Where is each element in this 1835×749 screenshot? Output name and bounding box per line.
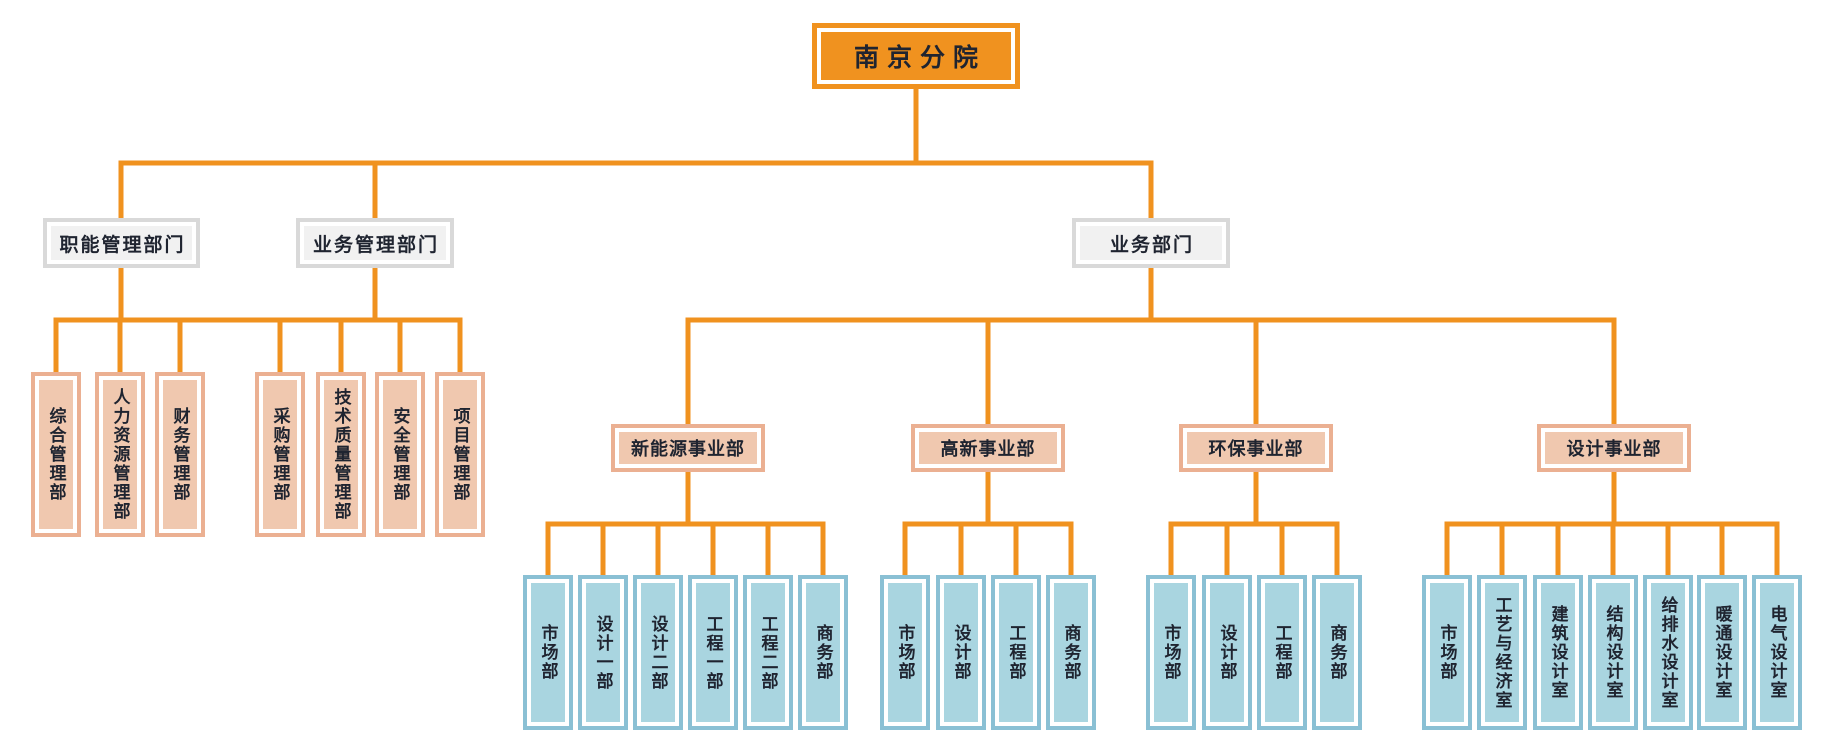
dept-label: 工程一部: [703, 614, 723, 691]
business-unit-box-gaoxin: 高新事业部: [911, 424, 1065, 472]
dept-label: 市场部: [1437, 624, 1457, 681]
sub-dept-box: 市场部: [1422, 575, 1472, 730]
sub-dept-box: 设计一部: [578, 575, 628, 730]
dept-label: 设计部: [951, 624, 971, 681]
business-unit-box-sheji: 设计事业部: [1537, 424, 1691, 472]
business-unit-box-newenergy: 新能源事业部: [611, 424, 765, 472]
category-box-business-departments: 业务部门: [1072, 218, 1230, 268]
dept-label: 结构设计室: [1603, 605, 1623, 700]
connector-gaoxin-bus: [902, 467, 1074, 580]
sub-dept-box: 设计部: [936, 575, 986, 730]
sub-dept-box: 暖通设计室: [1697, 575, 1747, 730]
connector-root-to-categories: [118, 83, 1154, 221]
connector-sheji-bus: [1444, 467, 1780, 580]
sub-dept-box: 市场部: [523, 575, 573, 730]
dept-label: 给排水设计室: [1658, 595, 1678, 710]
sub-dept-box: 建筑设计室: [1533, 575, 1583, 730]
dept-label: 商务部: [1061, 624, 1081, 681]
category-box-business-management: 业务管理部门: [296, 218, 454, 268]
sub-dept-box: 给排水设计室: [1643, 575, 1693, 730]
sub-dept-box: 工程二部: [743, 575, 793, 730]
dept-label: 设计部: [1217, 624, 1237, 681]
sub-dept-box: 市场部: [1146, 575, 1196, 730]
sub-dept-box: 市场部: [880, 575, 930, 730]
dept-label: 工艺与经济室: [1492, 595, 1512, 710]
management-dept-box: 安全管理部: [375, 372, 425, 537]
sub-dept-box: 设计二部: [633, 575, 683, 730]
sub-dept-box: 商务部: [1312, 575, 1362, 730]
dept-label: 工程部: [1006, 624, 1026, 681]
business-unit-box-huanbao: 环保事业部: [1179, 424, 1333, 472]
dept-label: 电气设计室: [1767, 605, 1787, 700]
dept-label: 暖通设计室: [1712, 605, 1732, 700]
dept-label: 市场部: [538, 624, 558, 681]
dept-label: 商务部: [813, 624, 833, 681]
management-dept-box: 财务管理部: [155, 372, 205, 537]
dept-label: 人力资源管理部: [110, 388, 130, 521]
management-dept-box: 项目管理部: [435, 372, 485, 537]
dept-label: 市场部: [895, 624, 915, 681]
dept-label: 项目管理部: [450, 407, 470, 502]
sub-dept-box: 商务部: [1046, 575, 1096, 730]
sub-dept-box: 工程一部: [688, 575, 738, 730]
category-box-functional-management: 职能管理部门: [43, 218, 200, 268]
management-dept-box: 人力资源管理部: [95, 372, 145, 537]
connector-business-units-bus: [685, 265, 1617, 429]
sub-dept-box: 电气设计室: [1752, 575, 1802, 730]
dept-label: 工程二部: [758, 614, 778, 691]
connector-newenergy-bus: [545, 467, 826, 580]
management-dept-box: 综合管理部: [31, 372, 81, 537]
dept-label: 建筑设计室: [1548, 605, 1568, 700]
connector-management-bus: [53, 265, 463, 377]
dept-label: 安全管理部: [390, 407, 410, 502]
sub-dept-box: 工程部: [1257, 575, 1307, 730]
dept-label: 财务管理部: [170, 407, 190, 502]
management-dept-box: 技术质量管理部: [316, 372, 366, 537]
dept-label: 工程部: [1272, 624, 1292, 681]
dept-label: 商务部: [1327, 624, 1347, 681]
dept-label: 技术质量管理部: [331, 388, 351, 521]
dept-label: 市场部: [1161, 624, 1181, 681]
sub-dept-box: 工程部: [991, 575, 1041, 730]
connector-huanbao-bus: [1168, 467, 1340, 580]
dept-label: 综合管理部: [46, 407, 66, 502]
sub-dept-box: 商务部: [798, 575, 848, 730]
dept-label: 采购管理部: [270, 407, 290, 502]
sub-dept-box: 工艺与经济室: [1477, 575, 1527, 730]
org-root-box: 南京分院: [812, 23, 1020, 89]
management-dept-box: 采购管理部: [255, 372, 305, 537]
sub-dept-box: 设计部: [1202, 575, 1252, 730]
dept-label: 设计二部: [648, 614, 668, 691]
dept-label: 设计一部: [593, 614, 613, 691]
sub-dept-box: 结构设计室: [1588, 575, 1638, 730]
